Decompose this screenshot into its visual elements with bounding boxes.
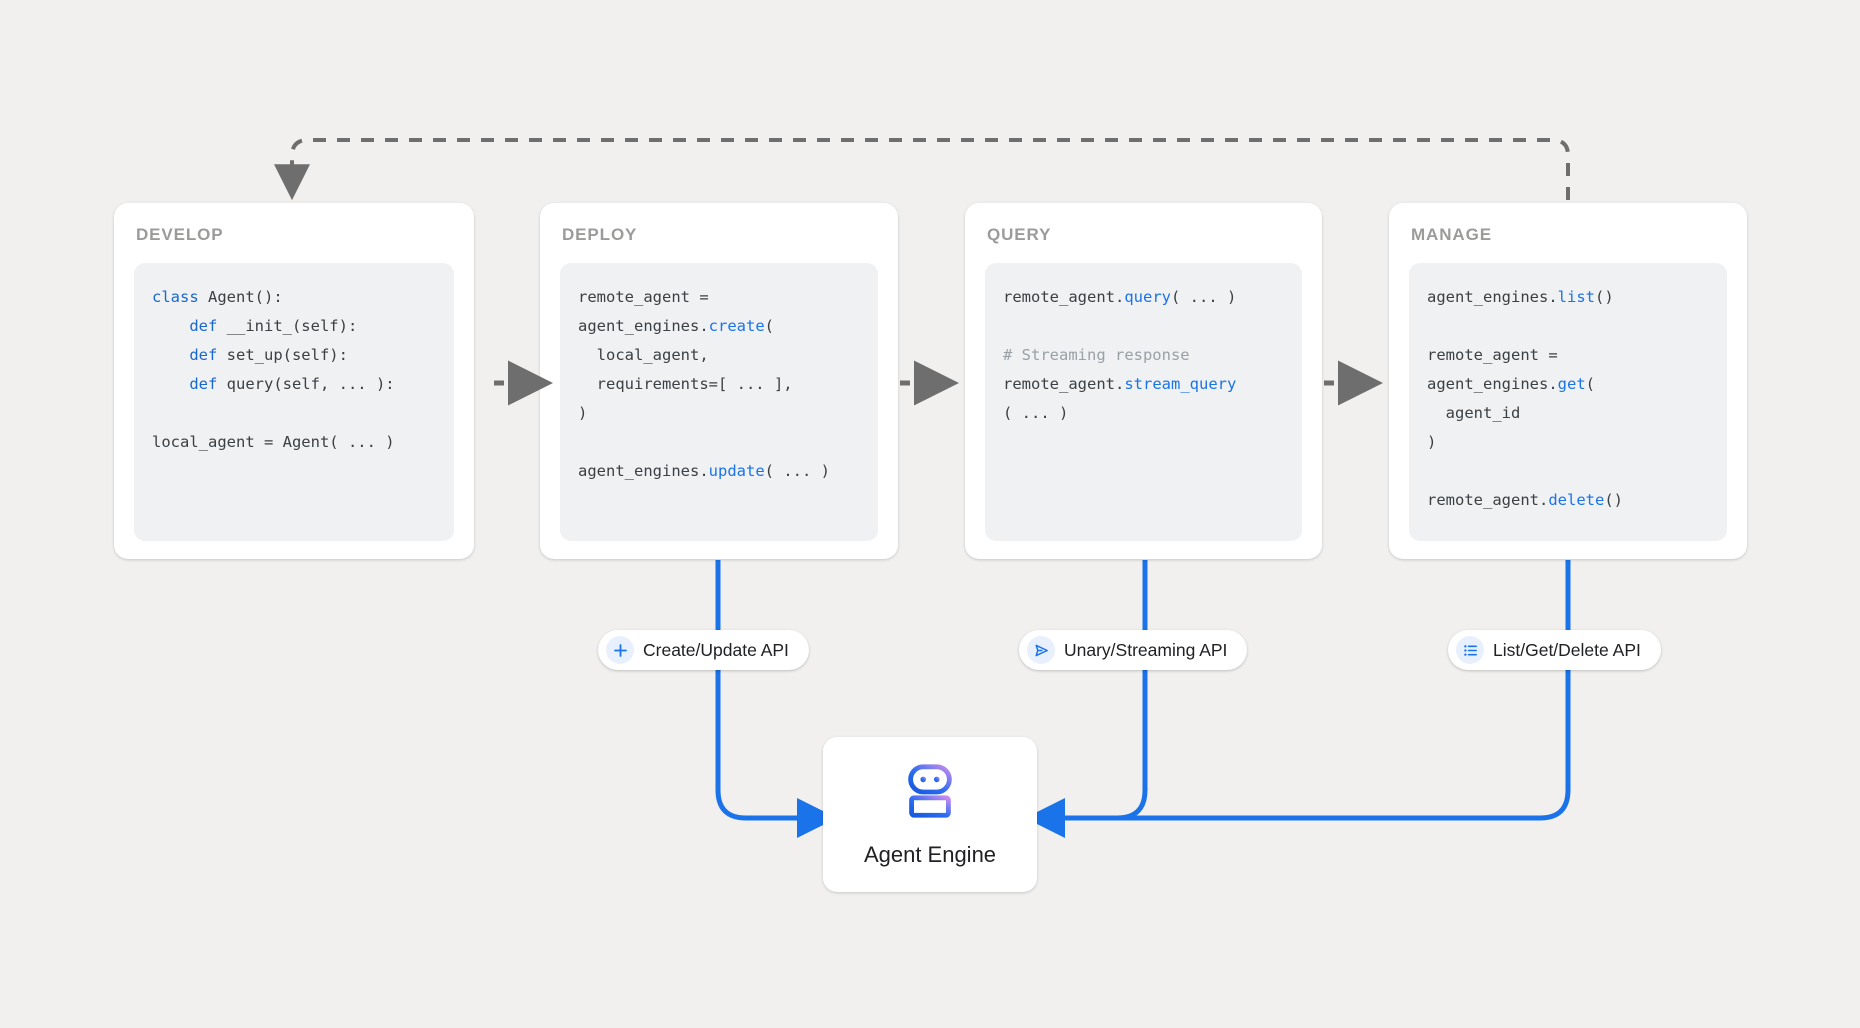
plus-icon — [606, 636, 634, 664]
agent-engine-label: Agent Engine — [863, 842, 997, 867]
send-icon — [1027, 636, 1055, 664]
stage-card-manage[interactable]: MANAGE agent_engines.list() remote_agent… — [1389, 203, 1747, 559]
code-block-query: remote_agent.query( ... ) # Streaming re… — [985, 263, 1302, 541]
code-block-manage: agent_engines.list() remote_agent = agen… — [1409, 263, 1727, 541]
stage-card-develop[interactable]: DEVELOP class Agent(): def __init_(self)… — [114, 203, 474, 559]
api-pill-unary-streaming[interactable]: Unary/Streaming API — [1019, 630, 1248, 670]
agent-engine-node[interactable]: Agent Engine — [823, 737, 1037, 892]
api-pill-list-get-delete[interactable]: List/Get/Delete API — [1448, 630, 1661, 670]
stage-title-manage: MANAGE — [1411, 225, 1492, 244]
list-icon — [1456, 636, 1484, 664]
api-pill-label: Unary/Streaming API — [1064, 639, 1228, 660]
api-pill-create-update[interactable]: Create/Update API — [598, 630, 809, 670]
stage-title-query: QUERY — [987, 225, 1052, 244]
stage-title-deploy: DEPLOY — [562, 225, 638, 244]
stage-card-deploy[interactable]: DEPLOY remote_agent = agent_engines.crea… — [540, 203, 898, 559]
code-block-develop: class Agent(): def __init_(self): def se… — [134, 263, 454, 541]
code-block-deploy: remote_agent = agent_engines.create( loc… — [560, 263, 878, 541]
api-pill-label: List/Get/Delete API — [1493, 639, 1641, 660]
robot-icon — [899, 761, 961, 828]
stage-title-develop: DEVELOP — [136, 225, 224, 244]
api-pill-label: Create/Update API — [643, 639, 789, 660]
stage-card-query[interactable]: QUERY remote_agent.query( ... ) # Stream… — [965, 203, 1322, 559]
